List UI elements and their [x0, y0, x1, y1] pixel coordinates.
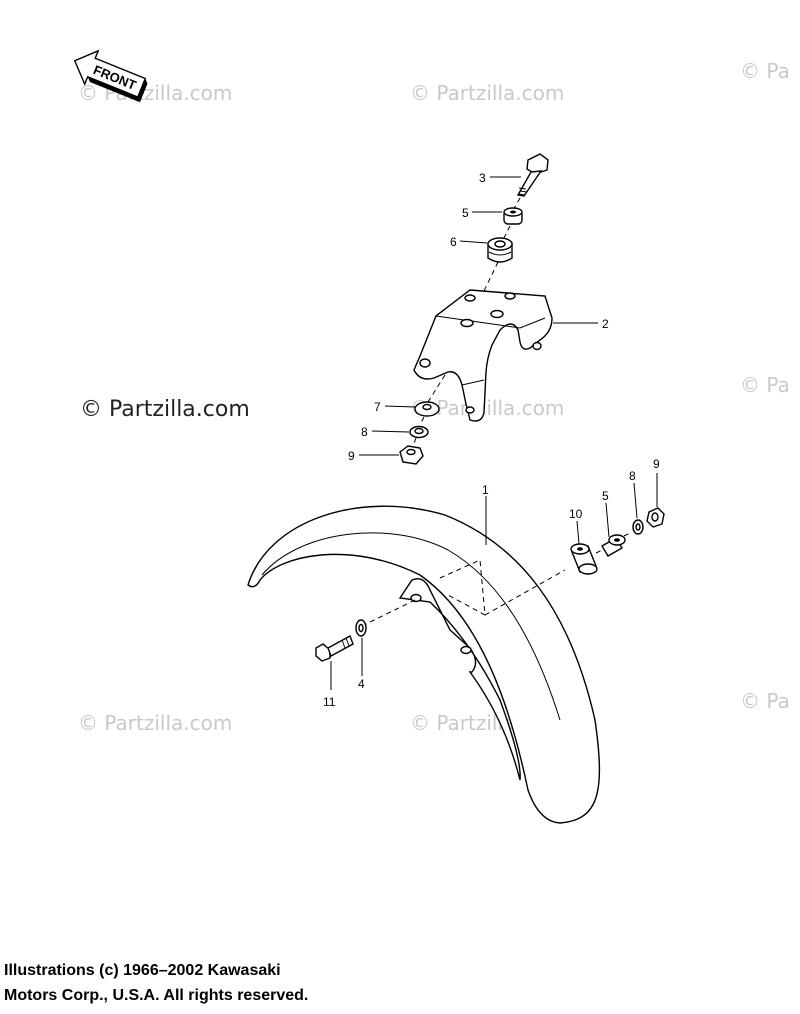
callout-4: 4: [358, 677, 365, 691]
part-8-lock-washer-lower: [632, 519, 644, 535]
watermark: © Partzilla.com: [78, 711, 232, 735]
copyright-notice: Illustrations (c) 1966–2002 Kawasaki Mot…: [4, 958, 524, 1008]
watermark: © Partzilla.com: [410, 81, 564, 105]
callout-2: 2: [602, 317, 609, 331]
watermark: © Pa: [740, 373, 790, 397]
watermark: © Pa: [740, 689, 790, 713]
part-10-grommet: [570, 543, 598, 575]
callout-8: 8: [361, 425, 368, 439]
part-5-collar-lower: [601, 534, 626, 557]
callout-3: 3: [479, 171, 486, 185]
part-7-washer: [414, 401, 440, 417]
part-9-nut: [399, 445, 424, 465]
callout-5-lower: 5: [602, 489, 609, 503]
watermarks: © Partzilla.com © Partzilla.com © Pa © P…: [78, 59, 790, 735]
watermark: © Pa: [740, 59, 790, 83]
copyright-line-2: Motors Corp., U.S.A. All rights reserved…: [4, 987, 309, 1004]
callout-numbers: 3 5 6 2 7 8 9 1 10 5 8 9 4 11: [323, 171, 660, 709]
part-6-grommet: [487, 237, 513, 263]
callout-7: 7: [374, 400, 381, 414]
part-8-lock-washer: [409, 425, 429, 439]
callout-1: 1: [482, 483, 489, 497]
part-11-bolt: [315, 634, 354, 662]
callout-6: 6: [450, 235, 457, 249]
leader-lines: [330, 176, 658, 690]
callout-11: 11: [323, 695, 336, 709]
watermark-dark: © Partzilla.com: [80, 397, 250, 422]
part-3-bolt: [516, 153, 549, 197]
part-2-bracket: [413, 289, 553, 422]
callout-10: 10: [569, 507, 583, 521]
callout-9-lower: 9: [653, 457, 660, 471]
copyright-line-1: Illustrations (c) 1966–2002 Kawasaki: [4, 962, 281, 979]
callout-9: 9: [348, 449, 355, 463]
callout-5: 5: [462, 206, 469, 220]
part-9-nut-lower: [646, 507, 665, 528]
part-1-fender: [247, 505, 601, 824]
part-4-washer: [355, 619, 367, 637]
part-5-collar: [503, 207, 523, 225]
callout-8-lower: 8: [629, 469, 636, 483]
